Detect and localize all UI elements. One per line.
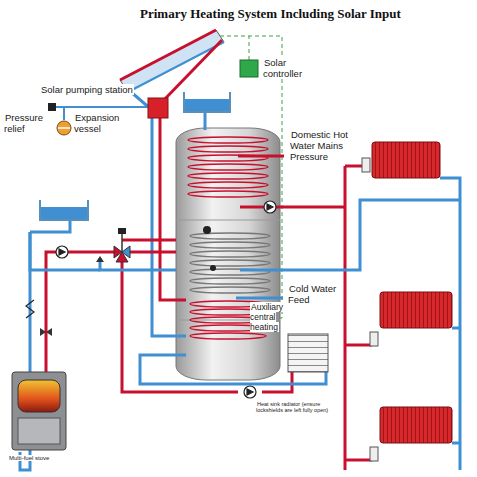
radiators [362, 142, 452, 461]
solar-panel [120, 30, 224, 92]
part-label: Solar pumping station [40, 85, 160, 96]
gate-valve [40, 328, 52, 336]
expansion-vessel [57, 121, 71, 135]
part-label: Auxiliary central heating [250, 303, 284, 332]
part-label: Solar controller [263, 58, 327, 80]
pumping-station [148, 98, 168, 118]
part-label: Expansion vessel [74, 113, 124, 135]
note-label: Heat sink radiator (ensure lockshields a… [256, 401, 340, 414]
part-label: Pressure relief [4, 113, 46, 135]
header-tank [40, 92, 230, 220]
part-label: Multi-fuel stove [8, 455, 72, 462]
pipes [20, 40, 460, 470]
pumps [56, 201, 276, 398]
pipe-label: Domestic Hot Water Mains Pressure [290, 130, 372, 163]
diagram-title: Primary Heating System Including Solar I… [140, 6, 470, 22]
pressure-relief-valve [48, 103, 56, 111]
sensor-wire [249, 36, 250, 60]
pipe-label: Cold Water Feed [288, 284, 344, 306]
non-return-valve [26, 300, 34, 318]
three-port-valve [96, 228, 130, 262]
solar-controller-box [240, 60, 258, 77]
multi-fuel-stove [12, 372, 66, 450]
hot-water-cylinder [176, 128, 280, 380]
heat-sink-radiator [288, 334, 328, 372]
